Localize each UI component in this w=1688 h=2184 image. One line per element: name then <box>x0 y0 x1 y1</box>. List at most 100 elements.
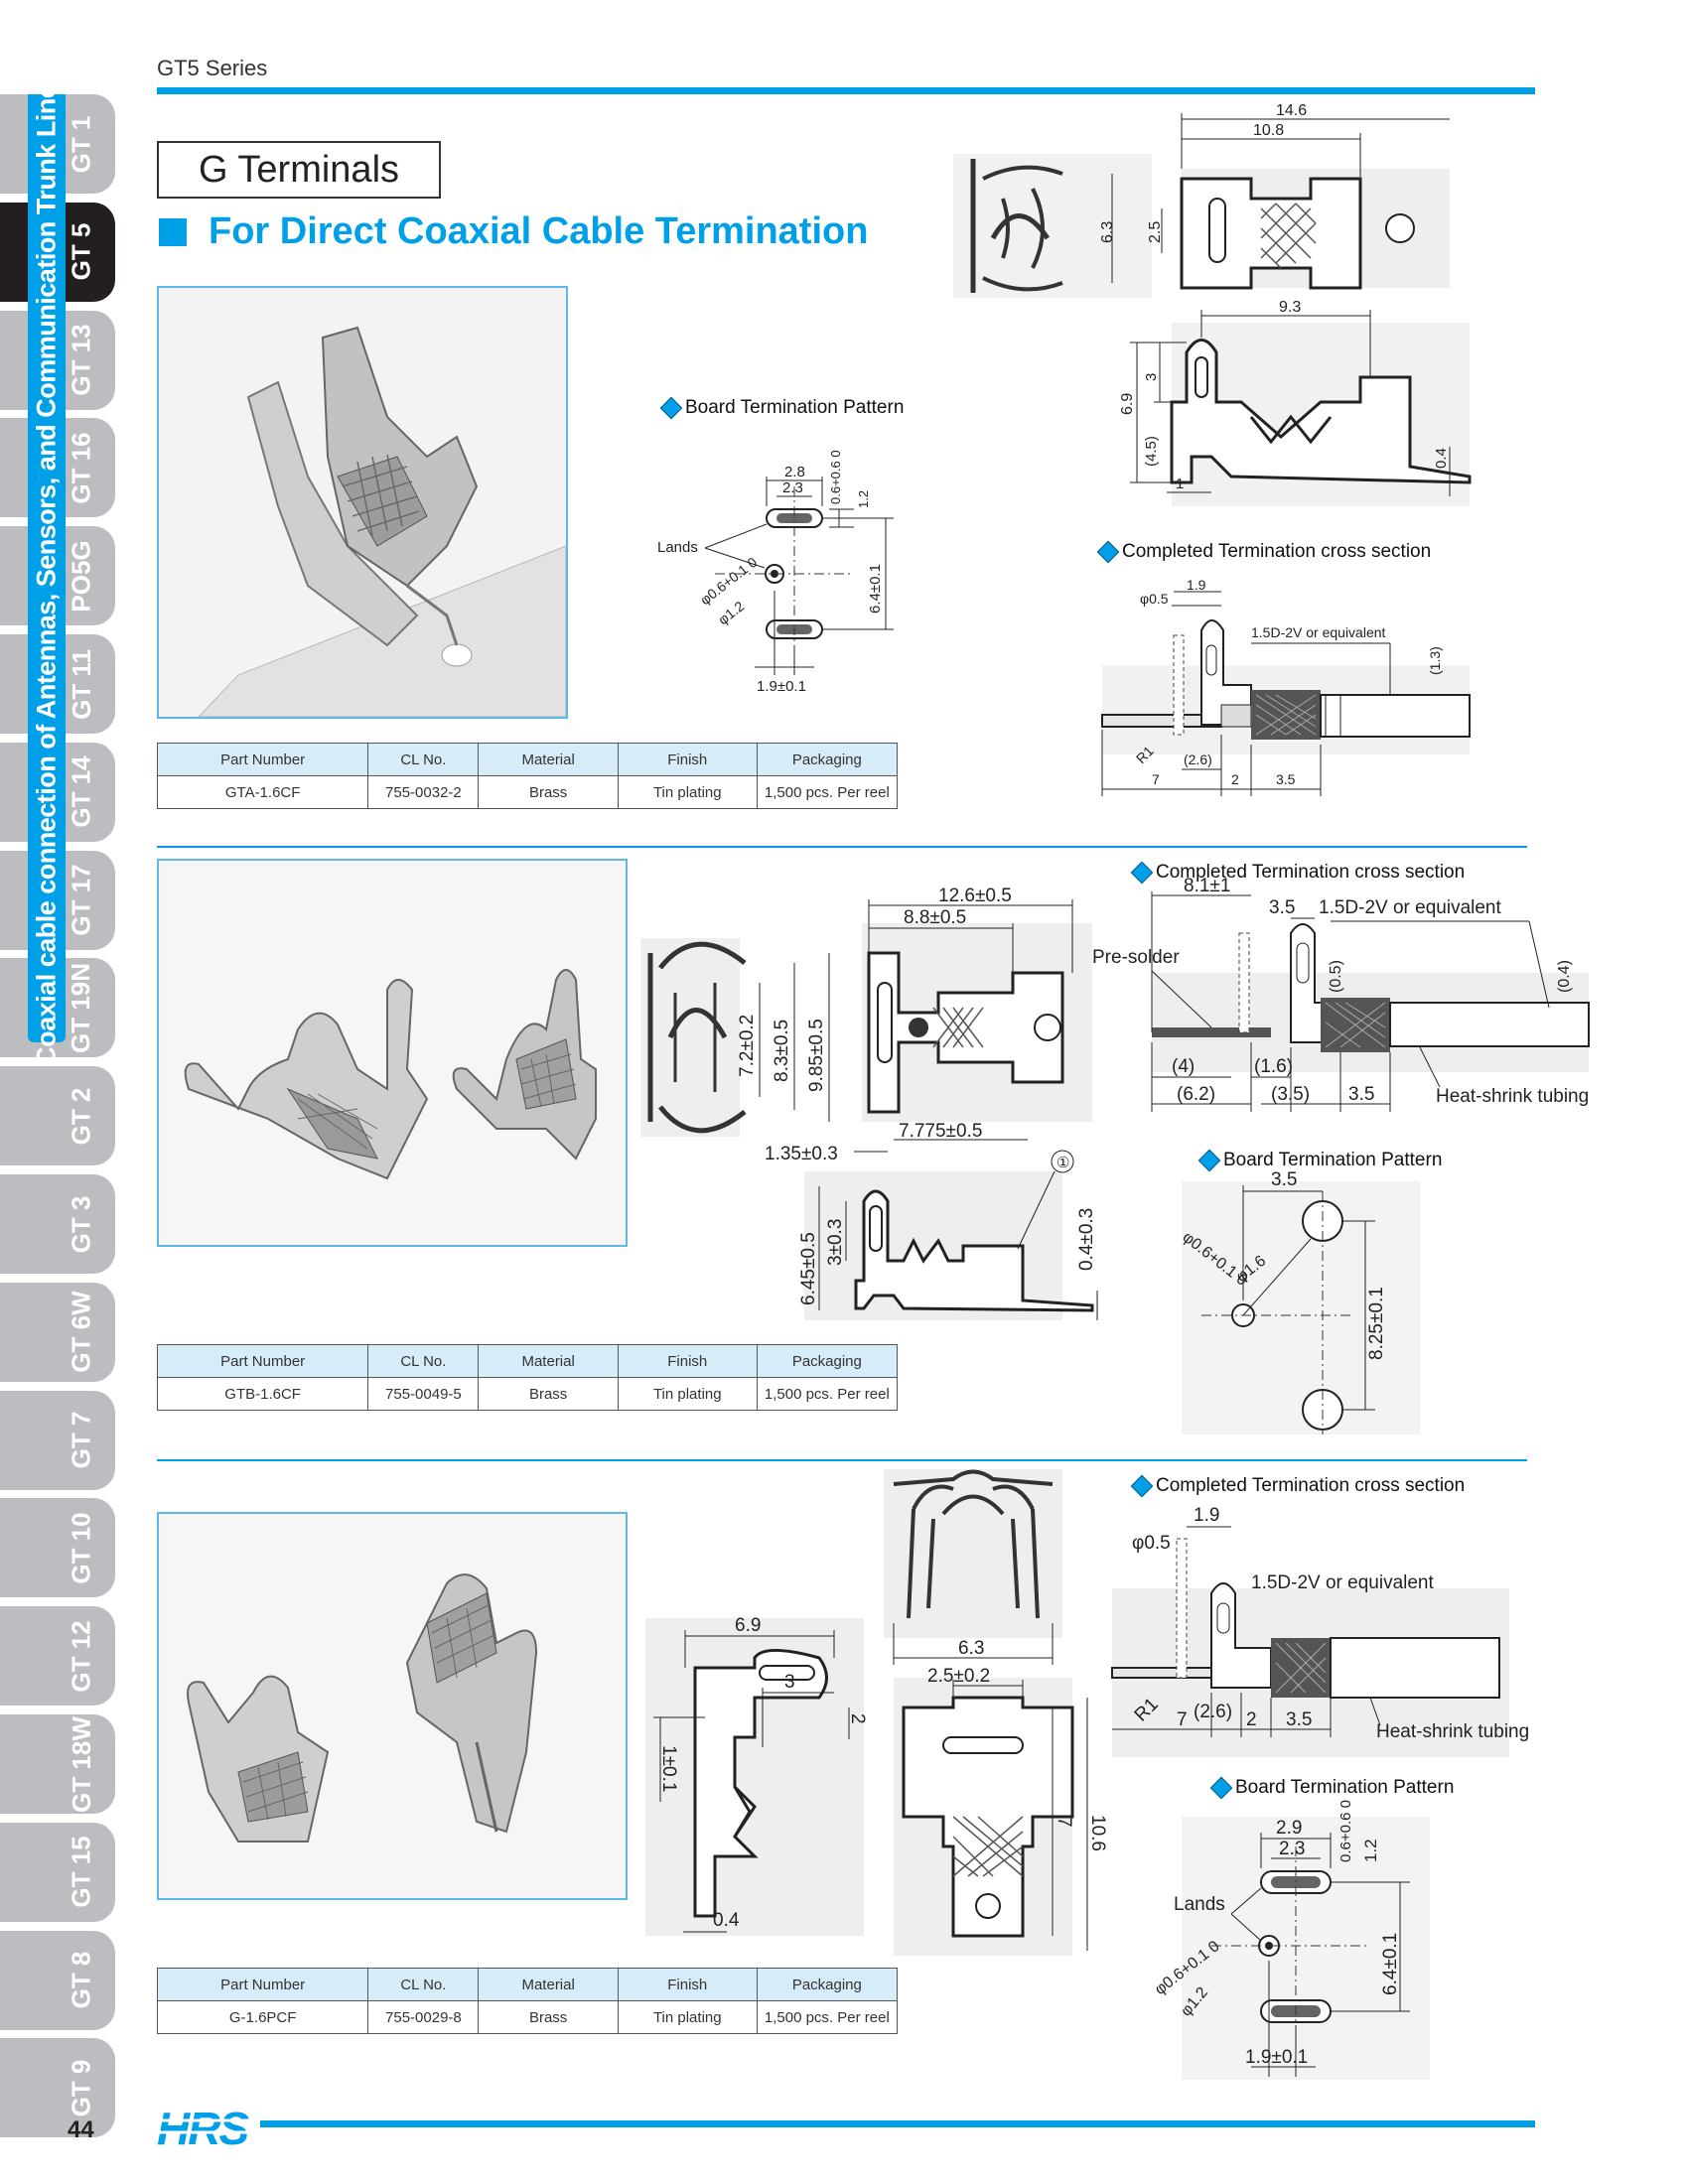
series-name: GT5 Series <box>157 56 268 80</box>
dim-text: (2.6) <box>1184 751 1212 767</box>
cross-section-label-g: Completed Termination cross section <box>1130 1474 1465 1498</box>
dim-text: 9.85±0.5 <box>806 1019 827 1092</box>
dim-text: 3.5 <box>1271 1169 1297 1190</box>
board-pattern-label-gta: Board Termination Pattern <box>659 396 904 420</box>
subtitle-square-icon <box>159 217 187 246</box>
dim-text: 2.8 <box>784 464 805 480</box>
cell-packaging: 1,500 pcs. Per reel <box>756 2000 899 2034</box>
side-tab-gt-18w[interactable]: GT 18W <box>0 1714 115 1814</box>
dim-text: 1.2 <box>856 490 871 508</box>
diamond-marker-icon <box>1096 540 1120 564</box>
th-part-number: Part Number <box>156 1968 369 2001</box>
dim-text: (1.6) <box>1254 1056 1293 1077</box>
hrs-logo: HRS <box>157 2103 256 2155</box>
side-view-diagram-gta: 9.3 6.9 3 (4.5) 1 0.4 <box>1112 298 1472 506</box>
dim-text: 1.35±0.3 <box>765 1144 838 1164</box>
cell-cl-no: 755-0029-8 <box>367 2000 480 2034</box>
cable-label: 1.5D-2V or equivalent <box>1251 1572 1434 1593</box>
dim-text: 1.9±0.1 <box>1245 2047 1308 2068</box>
dim-text: (2.6) <box>1194 1702 1232 1722</box>
dim-text: 0.6+0.6 0 <box>1337 1800 1354 1862</box>
spec-table-gta: Part Number CL No. Material Finish Packa… <box>156 743 899 809</box>
dim-text: 7 <box>1152 771 1160 787</box>
dim-text: 1.9 <box>1187 577 1206 593</box>
dim-text: 1.9 <box>1194 1505 1219 1526</box>
dim-text: 6.45±0.5 <box>798 1232 819 1305</box>
cell-material: Brass <box>478 1377 619 1411</box>
side-tab-gt-10[interactable]: GT 10 <box>0 1498 115 1598</box>
side-tab-gt-2[interactable]: GT 2 <box>0 1066 115 1166</box>
dim-text: 7 <box>1177 1709 1188 1730</box>
dim-text: 3.5 <box>1276 771 1296 787</box>
diamond-marker-icon <box>1197 1149 1221 1172</box>
dim-text: 8.3±0.5 <box>772 1020 792 1082</box>
dim-text: φ1.2 <box>715 598 748 627</box>
dim-text: 2.3 <box>782 479 803 496</box>
section-divider <box>157 846 1527 848</box>
dim-text: 6.4±0.1 <box>867 564 884 614</box>
callout-marker: ① <box>1056 1155 1069 1171</box>
dim-text: 6.9 <box>1119 393 1136 415</box>
cross-section-label-gta: Completed Termination cross section <box>1096 540 1431 564</box>
th-material: Material <box>478 1344 619 1378</box>
dim-text: 0.4 <box>713 1910 740 1931</box>
dim-text: (1.3) <box>1427 646 1443 675</box>
page-title: G Terminals <box>157 141 441 199</box>
diamond-marker-icon <box>1130 861 1154 885</box>
spec-table-gtb: Part Number CL No. Material Finish Packa… <box>156 1344 899 1411</box>
board-pattern-label-gtb: Board Termination Pattern <box>1197 1149 1442 1172</box>
dim-text: 2.5±0.2 <box>927 1666 990 1687</box>
dim-text: (6.2) <box>1177 1084 1215 1105</box>
board-pattern-diagram-gtb: 3.5 8.25±0.1 φ0.6+0.1 0 φ1.6 <box>1172 1169 1430 1439</box>
side-tab-gt-3[interactable]: GT 3 <box>0 1174 115 1274</box>
board-pattern-label-g: Board Termination Pattern <box>1209 1776 1454 1800</box>
cross-section-diagram-gta: φ0.5 1.9 1.5D-2V or equivalent (1.3) R1 … <box>1092 566 1471 804</box>
th-part-number: Part Number <box>156 743 369 776</box>
diamond-marker-icon <box>659 396 683 420</box>
lands-label: Lands <box>1174 1894 1225 1915</box>
side-tab-gt-7[interactable]: GT 7 <box>0 1390 115 1490</box>
table-row: GTA-1.6CF 755-0032-2 Brass Tin plating 1… <box>156 775 899 809</box>
th-finish: Finish <box>617 743 758 776</box>
th-cl-no: CL No. <box>367 1344 480 1378</box>
dim-text: 6.9 <box>735 1615 761 1636</box>
presolder-label: Pre-solder <box>1092 947 1180 968</box>
dim-text: (4.5) <box>1143 436 1160 467</box>
product-photo-gta <box>157 286 568 719</box>
cable-label: 1.5D-2V or equivalent <box>1319 897 1501 918</box>
page-subtitle: For Direct Coaxial Cable Termination <box>159 210 868 253</box>
dim-text: 0.4 <box>1433 448 1450 469</box>
section-divider <box>157 1459 1527 1461</box>
cell-material: Brass <box>478 2000 619 2034</box>
dim-text: 6.4±0.1 <box>1380 1933 1401 1995</box>
dim-text: (0.5) <box>1328 960 1344 993</box>
cell-part-number: GTA-1.6CF <box>156 775 369 809</box>
dim-text: 2 <box>1231 771 1239 787</box>
side-tab-gt-9[interactable]: GT 9 <box>0 2038 115 2138</box>
side-tab-gt-12[interactable]: GT 12 <box>0 1606 115 1706</box>
dim-text: 3.5 <box>1269 897 1295 918</box>
side-tab-gt-8[interactable]: GT 8 <box>0 1930 115 2030</box>
dim-text: 8.8±0.5 <box>904 907 966 928</box>
side-tab-gt-6w[interactable]: GT 6W <box>0 1282 115 1382</box>
th-cl-no: CL No. <box>367 743 480 776</box>
th-packaging: Packaging <box>756 1344 899 1378</box>
cell-cl-no: 755-0049-5 <box>367 1377 480 1411</box>
side-tab-gt-15[interactable]: GT 15 <box>0 1822 115 1922</box>
dim-text: 9.3 <box>1279 299 1301 316</box>
cell-packaging: 1,500 pcs. Per reel <box>756 775 899 809</box>
table-row: G-1.6PCF 755-0029-8 Brass Tin plating 1,… <box>156 2000 899 2034</box>
cell-part-number: GTB-1.6CF <box>156 1377 369 1411</box>
cell-finish: Tin plating <box>617 1377 758 1411</box>
tubing-label: Heat-shrink tubing <box>1376 1721 1529 1742</box>
dim-text: 1.2 <box>1361 1839 1380 1862</box>
th-material: Material <box>478 743 619 776</box>
cross-section-diagram-g: 1.9 φ0.5 1.5D-2V or equivalent R1 7 (2.6… <box>1102 1499 1529 1767</box>
dim-text: 6.3 <box>1099 221 1116 243</box>
side-view-diagram-gtb: 1.35±0.3 7.775±0.5 ① 6.45±0.5 3±0.3 0.4±… <box>765 1121 1112 1330</box>
front-view-diagram-g: 6.3 <box>874 1459 1072 1668</box>
dim-text: 3±0.3 <box>825 1219 846 1266</box>
dim-text: 8.1±1 <box>1184 876 1230 896</box>
dim-text: (4) <box>1172 1056 1195 1077</box>
th-finish: Finish <box>617 1344 758 1378</box>
